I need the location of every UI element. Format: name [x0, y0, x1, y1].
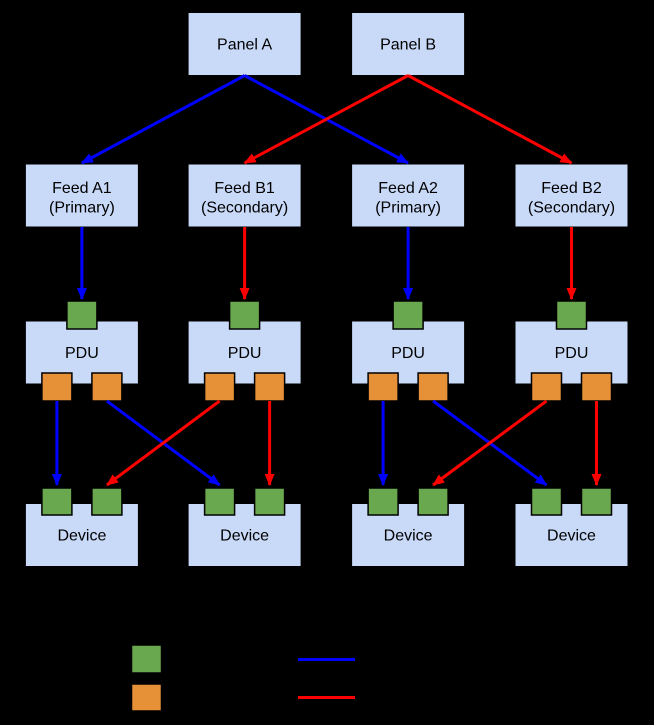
svg-text:Device: Device: [57, 528, 106, 545]
svg-text:(Primary): (Primary): [49, 200, 115, 217]
svg-text:(Secondary): (Secondary): [201, 200, 288, 217]
svg-text:(Secondary): (Secondary): [528, 200, 615, 217]
svg-text:Feed B2: Feed B2: [541, 180, 602, 197]
svg-text:PDU: PDU: [555, 345, 589, 362]
svg-text:PDU: PDU: [65, 345, 99, 362]
svg-text:Device: Device: [220, 528, 269, 545]
svg-text:Device: Device: [547, 528, 596, 545]
svg-text:PDU: PDU: [391, 345, 425, 362]
svg-text:Feed A1: Feed A1: [52, 180, 112, 197]
svg-text:Panel B: Panel B: [380, 37, 436, 54]
svg-text:Device: Device: [384, 528, 433, 545]
svg-text:Feed B1: Feed B1: [214, 180, 275, 197]
svg-text:(Primary): (Primary): [375, 200, 441, 217]
svg-text:Feed A2: Feed A2: [378, 180, 438, 197]
svg-text:PDU: PDU: [228, 345, 262, 362]
svg-text:Panel A: Panel A: [217, 37, 272, 54]
